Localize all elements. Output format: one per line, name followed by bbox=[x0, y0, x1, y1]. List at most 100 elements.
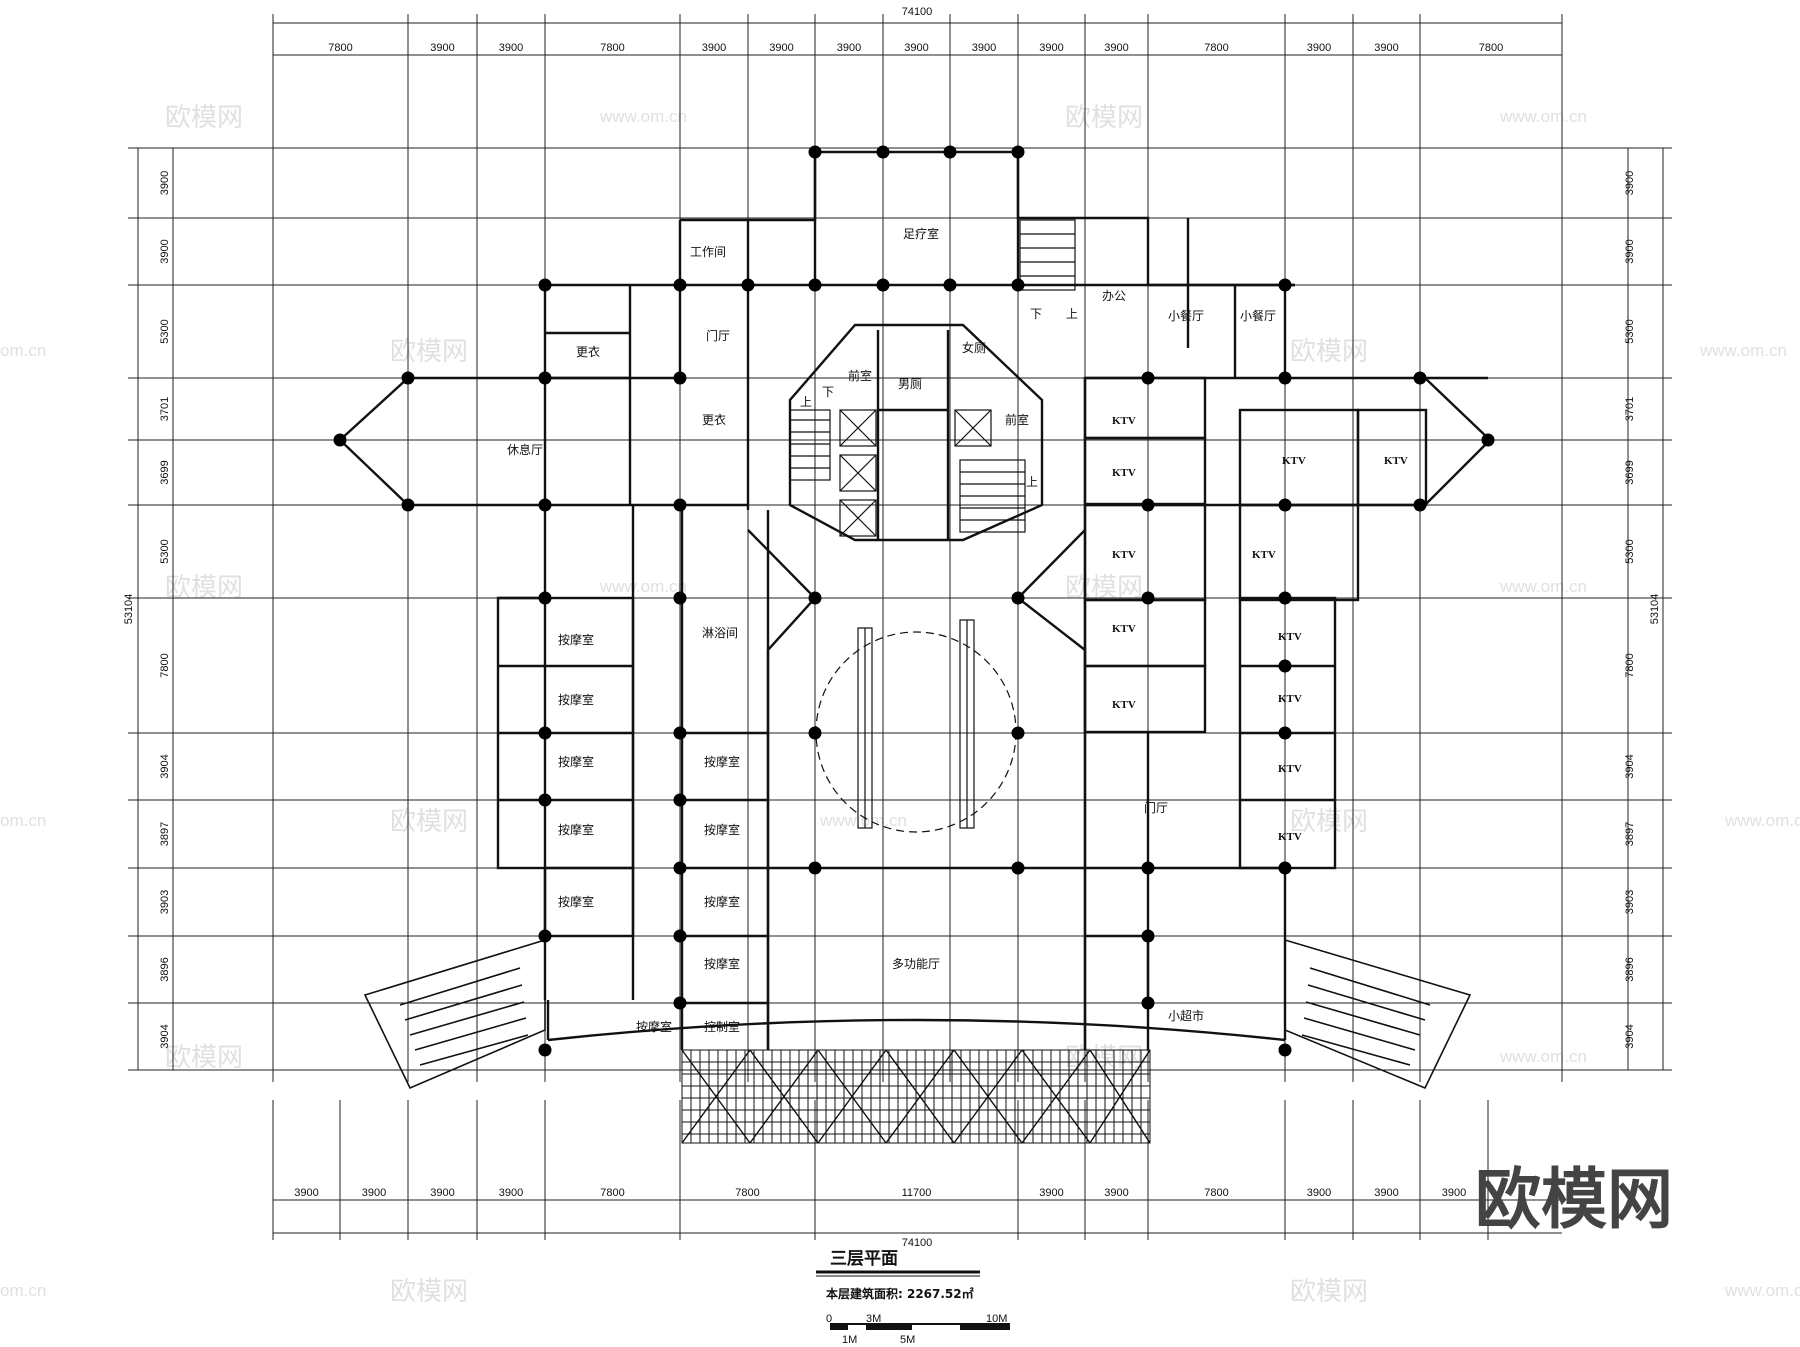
watermark-url: www.om.cn bbox=[1724, 1281, 1800, 1300]
dimension-segment-right: 3900 bbox=[1624, 239, 1636, 263]
dimension-segment-right: 3904 bbox=[1624, 1024, 1636, 1048]
watermark-logo-text: 欧模网 bbox=[390, 337, 468, 367]
column bbox=[1011, 726, 1025, 740]
room-lounge: 休息厅 bbox=[507, 442, 543, 457]
column bbox=[538, 793, 552, 807]
floor-area-text: 本层建筑面积: 2267.52㎡ bbox=[826, 1286, 974, 1301]
stair-down-label: 下 bbox=[1030, 307, 1042, 321]
watermark-logo-text: 欧模网 bbox=[390, 807, 468, 837]
column bbox=[1141, 371, 1155, 385]
column bbox=[808, 278, 822, 292]
scale-tick-label: 10M bbox=[986, 1313, 1007, 1325]
room-massage: 按摩室 bbox=[558, 692, 594, 707]
watermark-url: www.om.cn bbox=[819, 811, 907, 830]
dimension-segment-bottom: 3900 bbox=[1039, 1187, 1063, 1199]
room-massage: 按摩室 bbox=[636, 1019, 672, 1034]
column bbox=[943, 278, 957, 292]
watermark-url: www.om.cn bbox=[599, 107, 687, 126]
watermark-url: om.cn bbox=[0, 1281, 46, 1300]
watermark-logo-text: 欧模网 bbox=[165, 1043, 243, 1073]
core-stairs-elevators bbox=[789, 219, 1076, 537]
room-ktv: KTV bbox=[1112, 623, 1136, 635]
room-anteroom-2: 前室 bbox=[1005, 412, 1029, 427]
dimension-segment-left: 7800 bbox=[159, 653, 171, 677]
column bbox=[1011, 861, 1025, 875]
dimension-segment-top: 3900 bbox=[1374, 42, 1398, 54]
canopy-brace bbox=[953, 1049, 1023, 1144]
dimension-segment-bottom: 3900 bbox=[1442, 1187, 1466, 1199]
room-mens-wc: 男厕 bbox=[898, 377, 922, 391]
scale-tick-label: 3M bbox=[866, 1313, 881, 1325]
room-ktv: KTV bbox=[1112, 415, 1136, 427]
room-office: 办公 bbox=[1102, 288, 1126, 303]
column bbox=[1278, 498, 1292, 512]
column bbox=[1278, 659, 1292, 673]
watermark-logo-text: 欧模网 bbox=[390, 1277, 468, 1307]
dimension-segment-top: 3900 bbox=[702, 42, 726, 54]
column bbox=[673, 793, 687, 807]
canopy-brace bbox=[885, 1049, 955, 1144]
watermark-url: om.cn bbox=[0, 811, 46, 830]
watermark-url: om.cn bbox=[0, 341, 46, 360]
canopy-brace bbox=[1089, 1049, 1151, 1144]
dimension-segment-right: 7800 bbox=[1624, 653, 1636, 677]
watermark-layer: 欧模网 www.om.cn 欧模网 www.om.cn om.cn 欧模网 欧模… bbox=[0, 103, 1800, 1307]
dimension-segment-bottom: 7800 bbox=[1204, 1187, 1228, 1199]
dimension-segment-right: 3896 bbox=[1624, 957, 1636, 981]
room-foot-spa: 足疗室 bbox=[903, 226, 939, 241]
room-massage: 按摩室 bbox=[558, 754, 594, 769]
dimension-segment-top: 7800 bbox=[1479, 42, 1503, 54]
column bbox=[673, 278, 687, 292]
dimension-total-bottom: 74100 bbox=[902, 1237, 933, 1249]
watermark-url: www.om.cn bbox=[1499, 1047, 1587, 1066]
column bbox=[538, 726, 552, 740]
room-ktv: KTV bbox=[1278, 763, 1302, 775]
dimension-segment-bottom: 3900 bbox=[1307, 1187, 1331, 1199]
canopy-brace bbox=[1021, 1049, 1091, 1144]
canopy-brace bbox=[817, 1049, 887, 1144]
column bbox=[1011, 591, 1025, 605]
dimension-segment-right: 3904 bbox=[1624, 754, 1636, 778]
column bbox=[1278, 591, 1292, 605]
walls bbox=[338, 150, 1492, 1050]
dimension-segment-left: 3701 bbox=[159, 397, 171, 421]
column bbox=[673, 498, 687, 512]
dimension-segment-right: 3699 bbox=[1624, 460, 1636, 484]
dimension-segment-top: 3900 bbox=[769, 42, 793, 54]
column bbox=[673, 726, 687, 740]
dimension-labels: 74100 7800 3900 3900 7800 3900 3900 3900 3900 390… bbox=[123, 6, 1661, 1249]
dimension-segment-left: 3904 bbox=[159, 1024, 171, 1048]
room-ktv: KTV bbox=[1278, 831, 1302, 843]
room-changing-1: 更衣 bbox=[576, 344, 600, 359]
dimension-segment-left: 3900 bbox=[159, 171, 171, 195]
dimension-segment-bottom: 3900 bbox=[294, 1187, 318, 1199]
room-womens-wc: 女厕 bbox=[962, 340, 986, 355]
room-ktv: KTV bbox=[1282, 455, 1306, 467]
column bbox=[943, 145, 957, 159]
canopy-brace bbox=[681, 1049, 751, 1144]
dimension-segment-top: 3900 bbox=[430, 42, 454, 54]
dimension-segment-left: 3903 bbox=[159, 890, 171, 914]
room-ktv: KTV bbox=[1112, 467, 1136, 479]
dimension-total-right: 53104 bbox=[1649, 594, 1661, 625]
dimension-segment-top: 3900 bbox=[499, 42, 523, 54]
column bbox=[673, 861, 687, 875]
dimension-segment-top: 3900 bbox=[904, 42, 928, 54]
column bbox=[741, 278, 755, 292]
room-changing-2: 更衣 bbox=[702, 412, 726, 427]
column bbox=[1481, 433, 1495, 447]
column bbox=[538, 591, 552, 605]
watermark-url: www.om.cn bbox=[599, 577, 687, 596]
dimension-segment-top: 7800 bbox=[600, 42, 624, 54]
scale-tick-label: 5M bbox=[900, 1334, 915, 1346]
room-shower: 淋浴间 bbox=[702, 626, 738, 640]
column bbox=[876, 278, 890, 292]
room-anteroom-1: 前室 bbox=[848, 368, 872, 383]
watermark-url: www.om.cn bbox=[1724, 811, 1800, 830]
dimension-segment-left: 3699 bbox=[159, 460, 171, 484]
watermark-url: www.om.cn bbox=[1499, 577, 1587, 596]
dimension-segment-top: 3900 bbox=[972, 42, 996, 54]
column bbox=[1141, 861, 1155, 875]
dimension-segment-top: 3900 bbox=[1104, 42, 1128, 54]
